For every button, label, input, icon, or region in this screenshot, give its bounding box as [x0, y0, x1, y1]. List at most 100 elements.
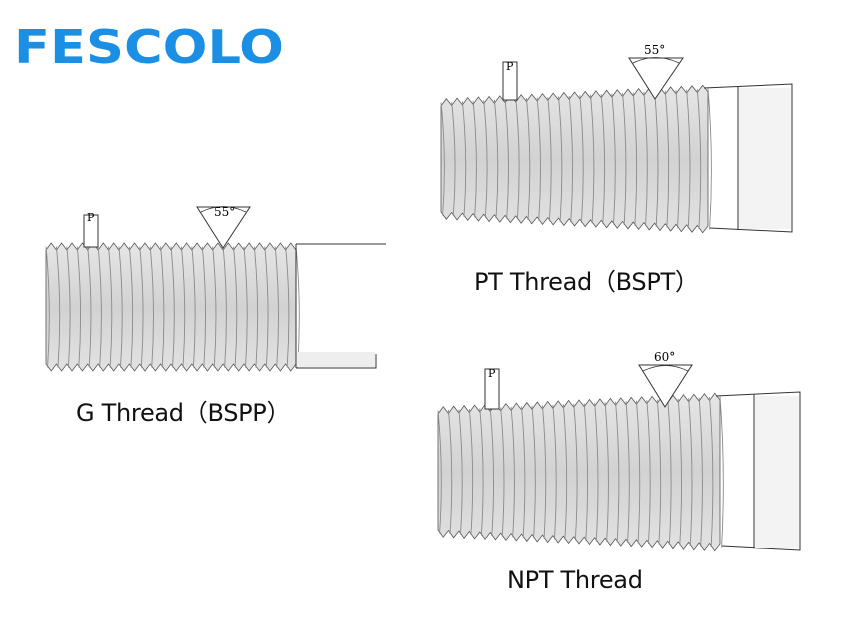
pt-thread-line: [504, 99, 509, 219]
npt-thread-line: [510, 406, 515, 538]
pt-thread-line: [686, 89, 691, 229]
pt-pitch-marker: P: [502, 60, 518, 101]
g-thread-line: [128, 246, 134, 368]
pt-angle-label: 55°: [644, 43, 665, 57]
pt-thread-line: [558, 96, 563, 222]
pt-thread-line: [611, 93, 616, 225]
g-thread-line: [118, 246, 123, 368]
npt-thread-line: [552, 404, 557, 540]
pt-thread-line: [525, 97, 531, 221]
g-thread-line: [285, 246, 290, 368]
g-thread-body: [45, 242, 297, 372]
npt-thread-line: [489, 407, 494, 537]
npt-thread-shank-face: [755, 396, 799, 548]
npt-thread-line: [635, 400, 641, 544]
pt-thread-line: [654, 91, 659, 227]
pt-thread-line: [483, 100, 488, 218]
g-pitch-marker: P: [83, 211, 99, 248]
npt-thread-line: [604, 402, 609, 542]
g-thread-line: [55, 246, 61, 368]
npt-angle-label: 60°: [654, 350, 675, 364]
npt-thread-line: [583, 403, 588, 541]
pt-thread-line: [440, 102, 445, 216]
g-thread-line: [180, 246, 186, 368]
g-thread-line: [191, 246, 196, 368]
g-thread-line: [233, 246, 238, 368]
g-thread-line: [274, 246, 279, 368]
g-thread-line: [243, 246, 248, 368]
npt-thread-line: [479, 408, 484, 536]
npt-thread-line: [573, 403, 578, 541]
pt-thread-line: [451, 101, 456, 217]
npt-thread-diagram: P 60°: [437, 350, 801, 552]
pt-thread-line: [579, 95, 584, 223]
fescolo-logo: FESCOLO: [14, 22, 284, 68]
pt-thread-line: [707, 88, 712, 230]
npt-angle-marker: 60°: [638, 350, 693, 408]
g-thread-line: [253, 246, 259, 368]
pt-thread-line: [632, 92, 638, 226]
g-thread-line: [45, 246, 50, 368]
logo-text: FESCOLO: [14, 22, 284, 68]
npt-thread-line: [677, 398, 682, 546]
pt-thread-line: [696, 89, 702, 229]
g-thread-line: [160, 246, 165, 368]
pt-thread-caption: PT Thread（BSPT）: [474, 268, 699, 296]
npt-thread-line: [646, 400, 651, 544]
pt-thread-line: [590, 94, 595, 224]
npt-thread-line: [562, 404, 568, 540]
g-thread-line: [170, 246, 175, 368]
g-thread-line: [222, 246, 227, 368]
pt-thread-line: [568, 95, 574, 223]
g-thread-line: [66, 246, 71, 368]
g-thread-line: [264, 246, 269, 368]
npt-thread-caption: NPT Thread: [507, 566, 643, 594]
g-thread-shank-face: [297, 352, 375, 367]
npt-thread-line: [656, 399, 662, 545]
npt-thread-line: [541, 405, 547, 539]
npt-thread-line: [688, 398, 693, 546]
pt-thread-shank-face: [739, 88, 791, 229]
npt-thread-line: [500, 407, 505, 537]
pt-thread-shank: [703, 83, 793, 233]
pt-thread-line: [461, 101, 467, 217]
pt-thread-line: [675, 90, 680, 228]
npt-thread-line: [468, 408, 474, 536]
pt-thread-line: [493, 99, 499, 219]
npt-thread-line: [625, 401, 630, 543]
npt-thread-ridges: [437, 396, 724, 548]
g-thread-diagram: P 55°: [45, 205, 386, 372]
g-thread-line: [76, 246, 82, 368]
npt-thread-line: [594, 402, 599, 542]
npt-thread-line: [447, 409, 453, 535]
g-thread-caption: G Thread（BSPP）: [76, 399, 291, 427]
pt-thread-ridges: [440, 88, 712, 230]
g-thread-line: [139, 246, 144, 368]
g-pitch-label: P: [87, 211, 95, 224]
g-thread-line: [97, 246, 102, 368]
npt-pitch-label: P: [488, 367, 496, 380]
pt-thread-line: [472, 100, 477, 218]
npt-thread-line: [709, 396, 714, 548]
npt-thread-line: [667, 399, 672, 545]
g-thread-line: [108, 246, 113, 368]
g-thread-line: [201, 246, 207, 368]
g-thread-shank: [295, 243, 386, 369]
g-thread-line: [87, 246, 92, 368]
pt-thread-line: [536, 97, 541, 221]
npt-thread-line: [698, 397, 703, 547]
pt-thread-line: [600, 94, 606, 224]
g-angle-marker: 55°: [196, 205, 251, 249]
pt-thread-line: [622, 92, 627, 226]
npt-thread-line: [437, 410, 442, 534]
pt-angle-marker: 55°: [628, 43, 684, 100]
g-thread-ridges: [45, 246, 300, 368]
g-thread-line: [212, 246, 217, 368]
npt-thread-line: [615, 401, 620, 543]
g-angle-label: 55°: [214, 205, 235, 219]
pt-thread-line: [643, 91, 648, 227]
pt-pitch-label: P: [506, 60, 514, 73]
pt-thread-line: [547, 96, 552, 222]
npt-thread-line: [521, 406, 526, 538]
